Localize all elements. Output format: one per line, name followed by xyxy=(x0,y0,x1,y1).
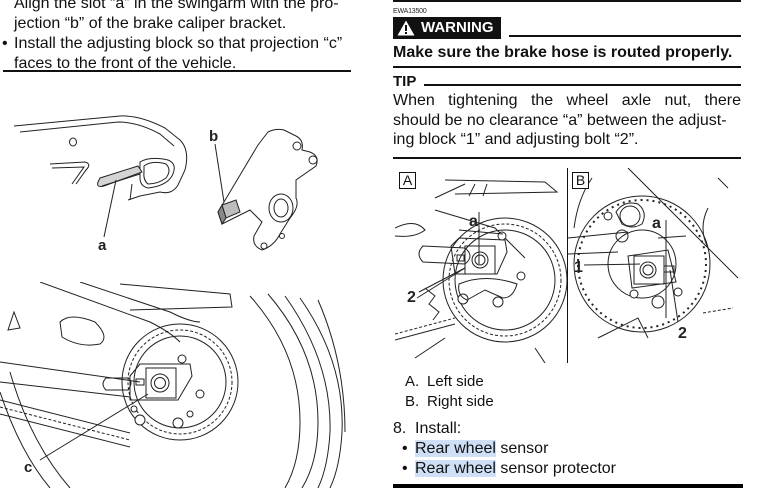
clearance-dimension-line xyxy=(458,229,504,235)
figure-panel-a: A a 2 xyxy=(395,168,567,363)
tip-label: TIP xyxy=(393,73,417,90)
rear-wheel-drawing xyxy=(0,293,346,488)
tip-line: When tightening the wheel axle nut, ther… xyxy=(393,92,741,109)
tip-body: When tightening the wheel axle nut, ther… xyxy=(393,91,741,150)
list-item: • Rear wheel sensor xyxy=(402,440,549,457)
legend-item: B.Right side xyxy=(405,393,494,410)
list-item: • Rear wheel sensor protector xyxy=(402,460,616,477)
section-bottom-rule xyxy=(393,484,743,488)
callout-1: 1 xyxy=(574,259,583,276)
instruction-line: jection “b” of the brake caliper bracket… xyxy=(14,15,287,32)
step-text: Install: xyxy=(415,420,462,437)
clearance-dimension-line xyxy=(657,235,687,239)
warning-triangle-icon xyxy=(397,20,415,36)
swingarm-bracket-illustration: a b xyxy=(13,115,318,254)
tip-bottom-rule xyxy=(393,157,741,159)
warning-header-rule xyxy=(509,35,741,37)
leader-line-c xyxy=(39,393,149,461)
panel-label-a: A xyxy=(399,172,416,189)
leader-line-b xyxy=(214,143,225,203)
step-number: 8. xyxy=(393,420,407,437)
caliper-bracket-drawing xyxy=(217,128,318,251)
callout-a: a xyxy=(469,213,478,230)
section-divider xyxy=(3,70,351,72)
section-divider xyxy=(393,0,741,2)
callout-b: b xyxy=(209,128,218,145)
left-instructions: Align the slot “a” in the swingarm with … xyxy=(0,0,355,74)
sprocket-bolts xyxy=(130,354,205,429)
adjusting-block xyxy=(102,363,193,401)
figure-legend: A.Left side B.Right side xyxy=(405,372,494,412)
swingarm-drawing xyxy=(13,115,188,201)
right-side-illustration xyxy=(568,168,739,339)
left-side-illustration xyxy=(395,179,567,363)
swingarm-drawing xyxy=(0,282,233,398)
install-list: • Rear wheel sensor • Rear wheel sensor … xyxy=(402,439,616,479)
figure-panel-b: B a 1 2 xyxy=(567,168,742,363)
warning-label: WARNING xyxy=(421,19,494,36)
step-heading: 8. Install: xyxy=(393,419,461,439)
callout-a: a xyxy=(652,215,661,232)
warning-bottom-rule xyxy=(393,66,741,68)
callout-c: c xyxy=(24,459,32,476)
callout-2: 2 xyxy=(678,325,687,342)
callout-2: 2 xyxy=(407,289,416,306)
instruction-line: • Install the adjusting block so that pr… xyxy=(2,35,343,52)
panel-label-b: B xyxy=(572,172,589,189)
drive-chain-drawing xyxy=(0,323,239,448)
highlighted-text[interactable]: Rear wheel xyxy=(415,440,496,457)
adjusting-block-illustration: c xyxy=(0,282,346,488)
legend-item: A.Left side xyxy=(405,373,484,390)
tip-line: ing block “1” and adjusting bolt “2”. xyxy=(393,131,639,148)
warning-code: EWA13500 xyxy=(393,8,427,15)
bullet: • xyxy=(402,440,408,457)
callout-a: a xyxy=(98,237,107,254)
warning-text: Make sure the brake hose is routed prope… xyxy=(393,44,733,61)
bullet: • xyxy=(402,460,408,477)
instruction-line: faces to the front of the vehicle. xyxy=(14,55,237,72)
warning-badge: WARNING xyxy=(393,17,501,39)
tip-line: should be no clearance “a” between the a… xyxy=(393,111,727,129)
highlighted-text[interactable]: Rear wheel xyxy=(415,460,496,477)
tip-header-rule xyxy=(424,84,741,86)
bullet: • xyxy=(2,35,8,52)
instruction-line: Align the slot “a” in the swingarm with … xyxy=(14,0,339,12)
leader-line-a xyxy=(103,179,117,238)
